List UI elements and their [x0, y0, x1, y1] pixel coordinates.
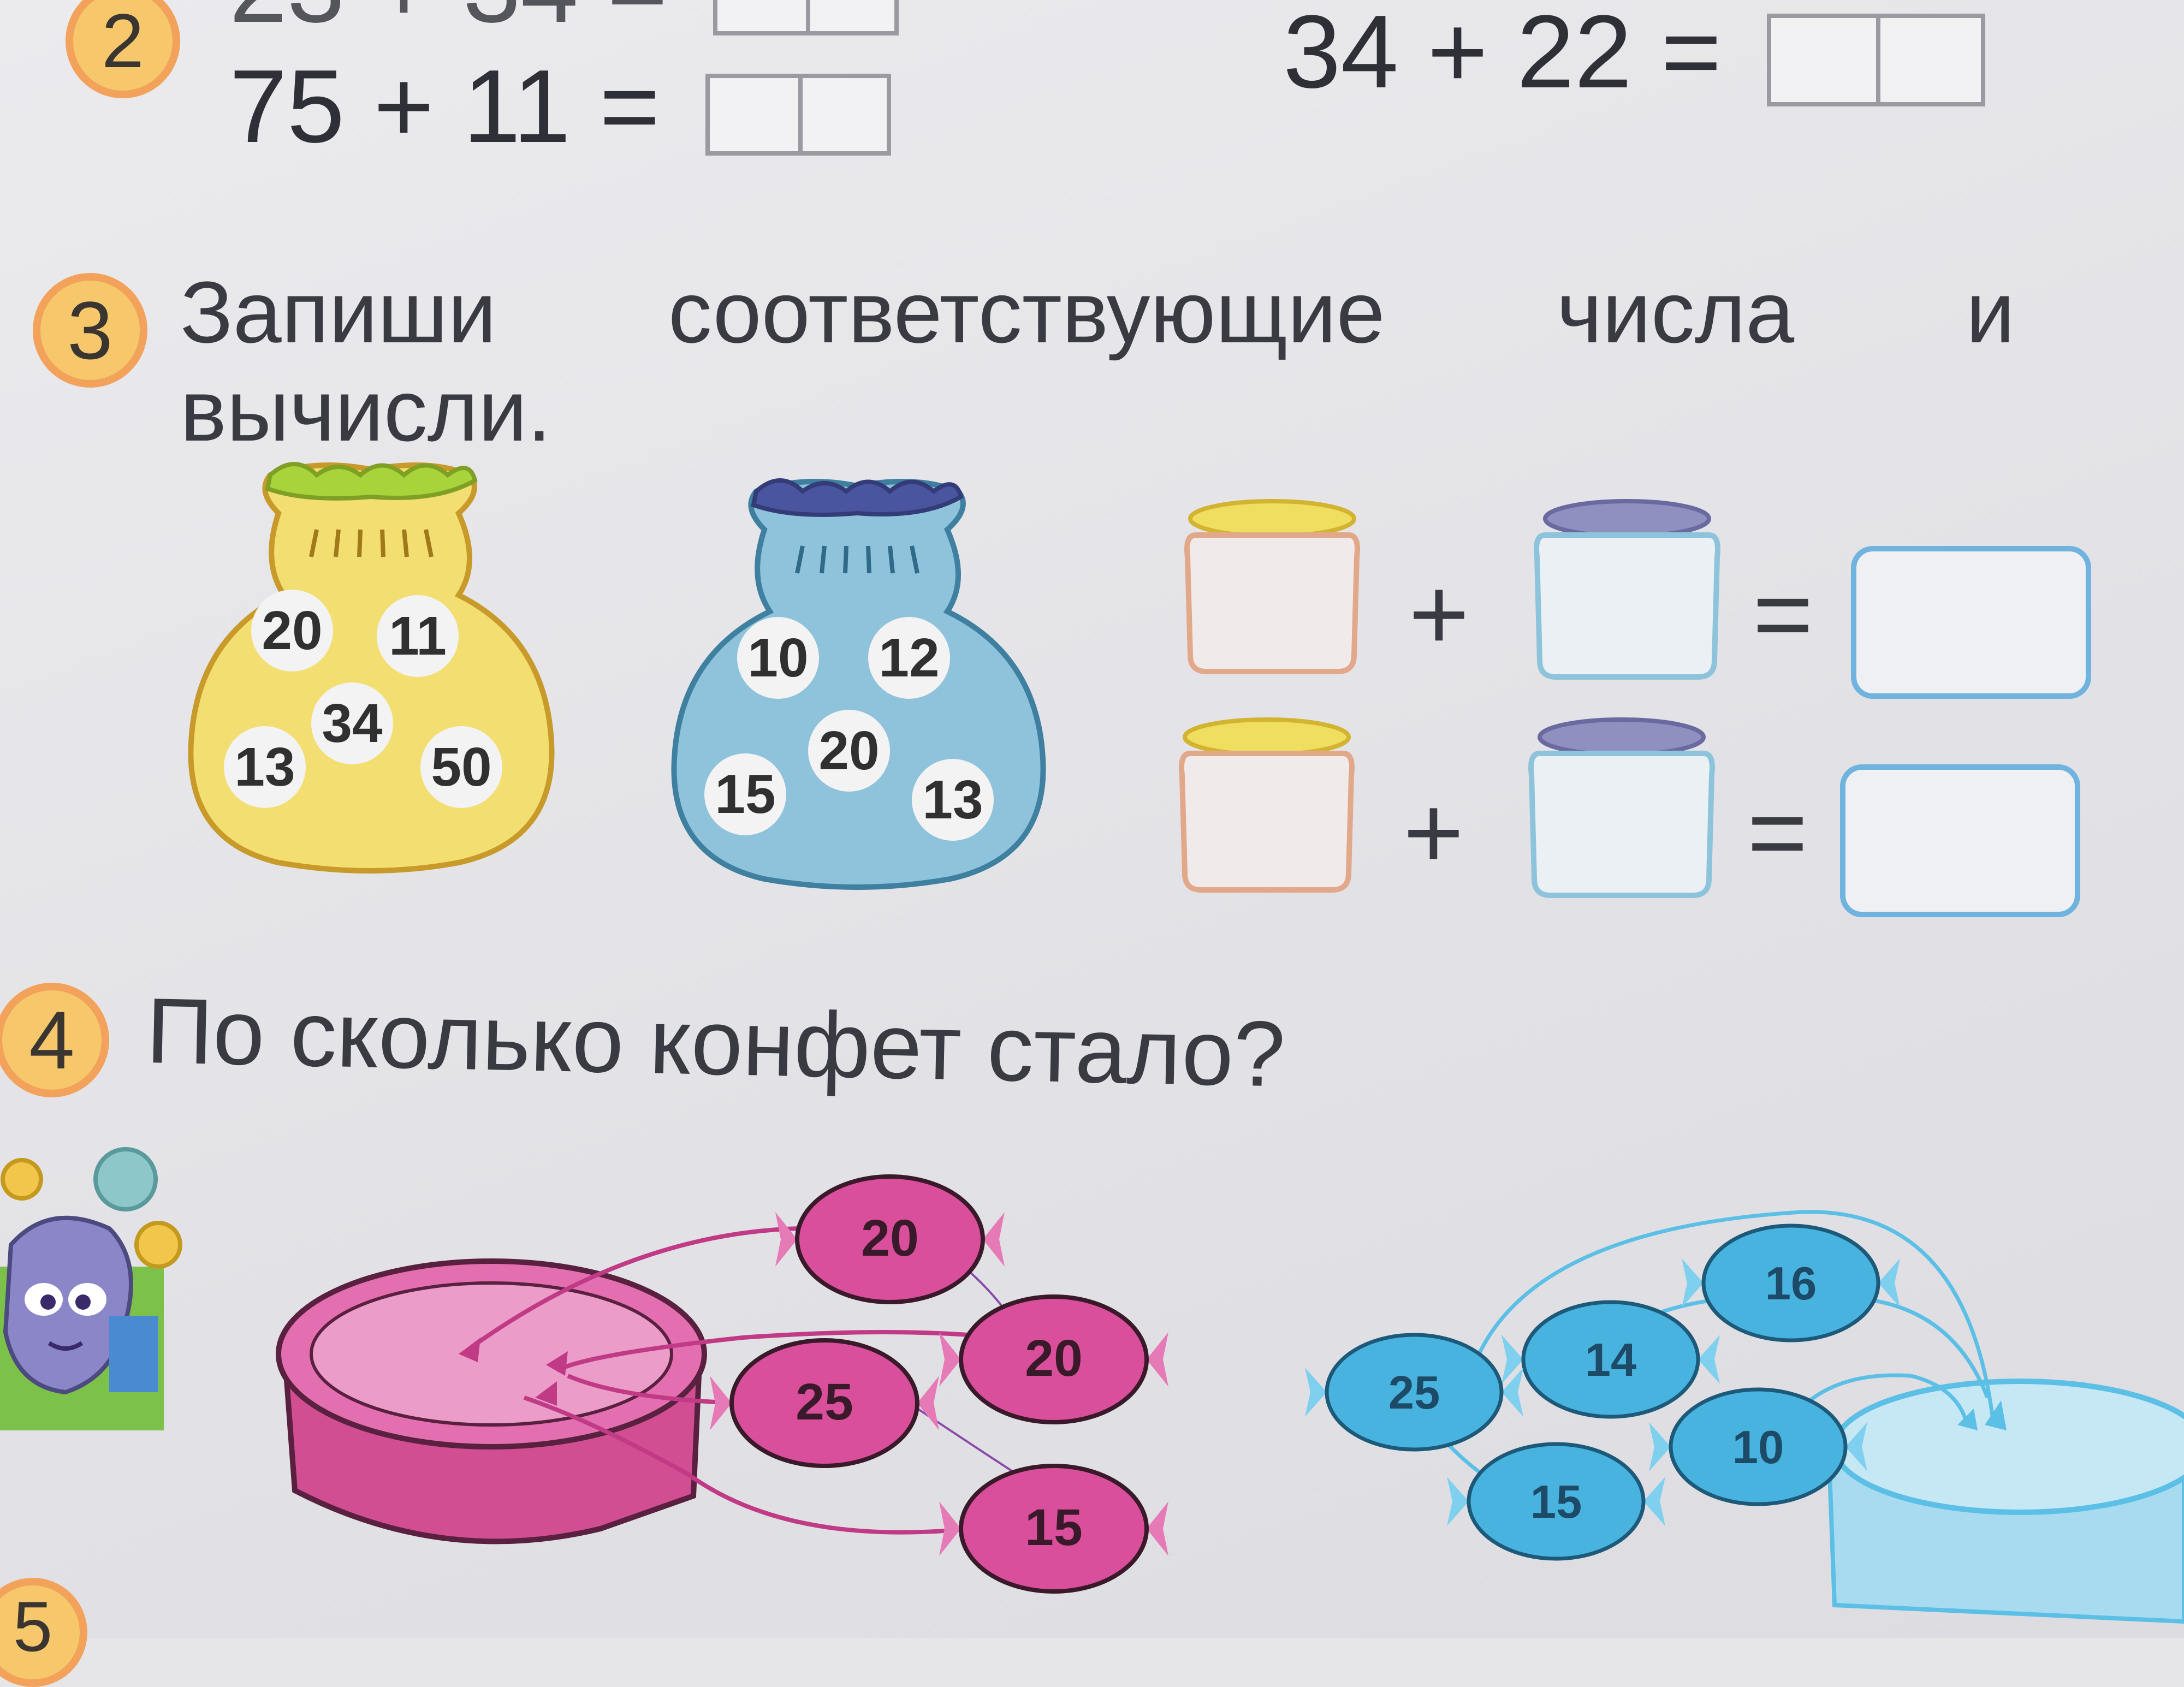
- task-4-badge: 4: [0, 983, 109, 1097]
- yellow-sack-number: 20: [251, 590, 333, 672]
- word-3: числа: [1557, 263, 1795, 361]
- task-2-badge: 2: [66, 0, 180, 98]
- yellow-jar-slot[interactable]: [1168, 715, 1365, 901]
- pink-candy-label: 25: [796, 1373, 853, 1431]
- yellow-sack-number: 13: [224, 726, 306, 808]
- task-3-instruction-line1: Запиши соответствующие числа и: [180, 262, 2015, 363]
- blue-candy: 15: [1447, 1442, 1665, 1561]
- blue-candy: 10: [1649, 1387, 1867, 1506]
- task-3-badge-number: 3: [67, 284, 113, 376]
- plus-sign: +: [1403, 775, 1464, 890]
- pink-candy-illustration: [276, 1200, 1093, 1545]
- blue-candy-label: 10: [1732, 1422, 1784, 1474]
- cartoon-character-illustration: [0, 1147, 182, 1430]
- pink-candy-label: 20: [1025, 1329, 1083, 1387]
- blue-candy-label: 16: [1765, 1258, 1817, 1310]
- blue-candy-label: 15: [1530, 1476, 1582, 1528]
- word-4: и: [1966, 263, 2015, 361]
- task-2-badge-number: 2: [102, 0, 144, 84]
- answer-cells[interactable]: [1766, 13, 1985, 106]
- blue-sack-number: 10: [737, 617, 819, 699]
- equals-sign: =: [1753, 556, 1813, 672]
- yellow-sack-number: 50: [420, 726, 502, 808]
- blue-candy: 16: [1682, 1223, 1900, 1343]
- blue-candy-illustration: [1407, 1210, 2184, 1624]
- task-2-equation-3: 34 + 22 =: [1283, 0, 1985, 106]
- plus-sign: +: [1409, 556, 1469, 672]
- answer-cells[interactable]: [705, 73, 891, 156]
- blue-sack-number: 20: [808, 710, 890, 792]
- task-2-equation-2: 75 + 11 =: [229, 55, 891, 158]
- blue-sack-number: 15: [704, 753, 786, 835]
- blue-candy-label: 25: [1388, 1367, 1440, 1419]
- task-3-instruction-line2: вычисли.: [180, 361, 551, 459]
- blue-jar-slot[interactable]: [1518, 715, 1725, 912]
- equation-text: 75 + 11 =: [229, 49, 660, 164]
- answer-box-1[interactable]: [1851, 546, 2091, 699]
- blue-sack-illustration: [671, 478, 1046, 890]
- pink-candy: 20: [775, 1174, 1005, 1304]
- task-5-badge-number: 5: [13, 1587, 53, 1666]
- answer-box-2[interactable]: [1840, 764, 2080, 917]
- equation-text: 34 + 22 =: [1283, 0, 1722, 110]
- equals-sign: =: [1747, 775, 1808, 890]
- answer-cells[interactable]: [713, 0, 899, 35]
- pink-candy: 20: [939, 1294, 1168, 1424]
- word-1: Запиши: [180, 263, 497, 361]
- blue-sack-number: 13: [912, 759, 994, 841]
- blue-candy: 25: [1305, 1333, 1523, 1452]
- blue-jar-slot[interactable]: [1523, 497, 1731, 693]
- pink-candy-label: 20: [861, 1209, 919, 1267]
- blue-sack-number: 12: [868, 617, 950, 699]
- pink-candy: 15: [939, 1464, 1168, 1594]
- word-2: соответствующие: [668, 263, 1385, 361]
- task-4-question: По сколько конфет стало?: [145, 978, 1286, 1107]
- blue-candy: 14: [1502, 1300, 1720, 1419]
- blue-candy-label: 14: [1585, 1334, 1637, 1386]
- yellow-jar-slot[interactable]: [1174, 497, 1370, 682]
- yellow-sack-illustration: [188, 462, 555, 874]
- pink-candy-label: 15: [1025, 1499, 1083, 1557]
- yellow-sack-number: 11: [377, 595, 459, 677]
- task-4-badge-number: 4: [29, 994, 75, 1086]
- pink-candy: 25: [710, 1338, 939, 1468]
- yellow-sack-number: 34: [311, 682, 393, 764]
- task-2-equation-1: 23 + 34 =: [229, 0, 899, 38]
- equation-text: 23 + 34 =: [229, 0, 668, 44]
- task-5-badge: 5: [0, 1578, 87, 1687]
- task-3-badge: 3: [33, 273, 147, 388]
